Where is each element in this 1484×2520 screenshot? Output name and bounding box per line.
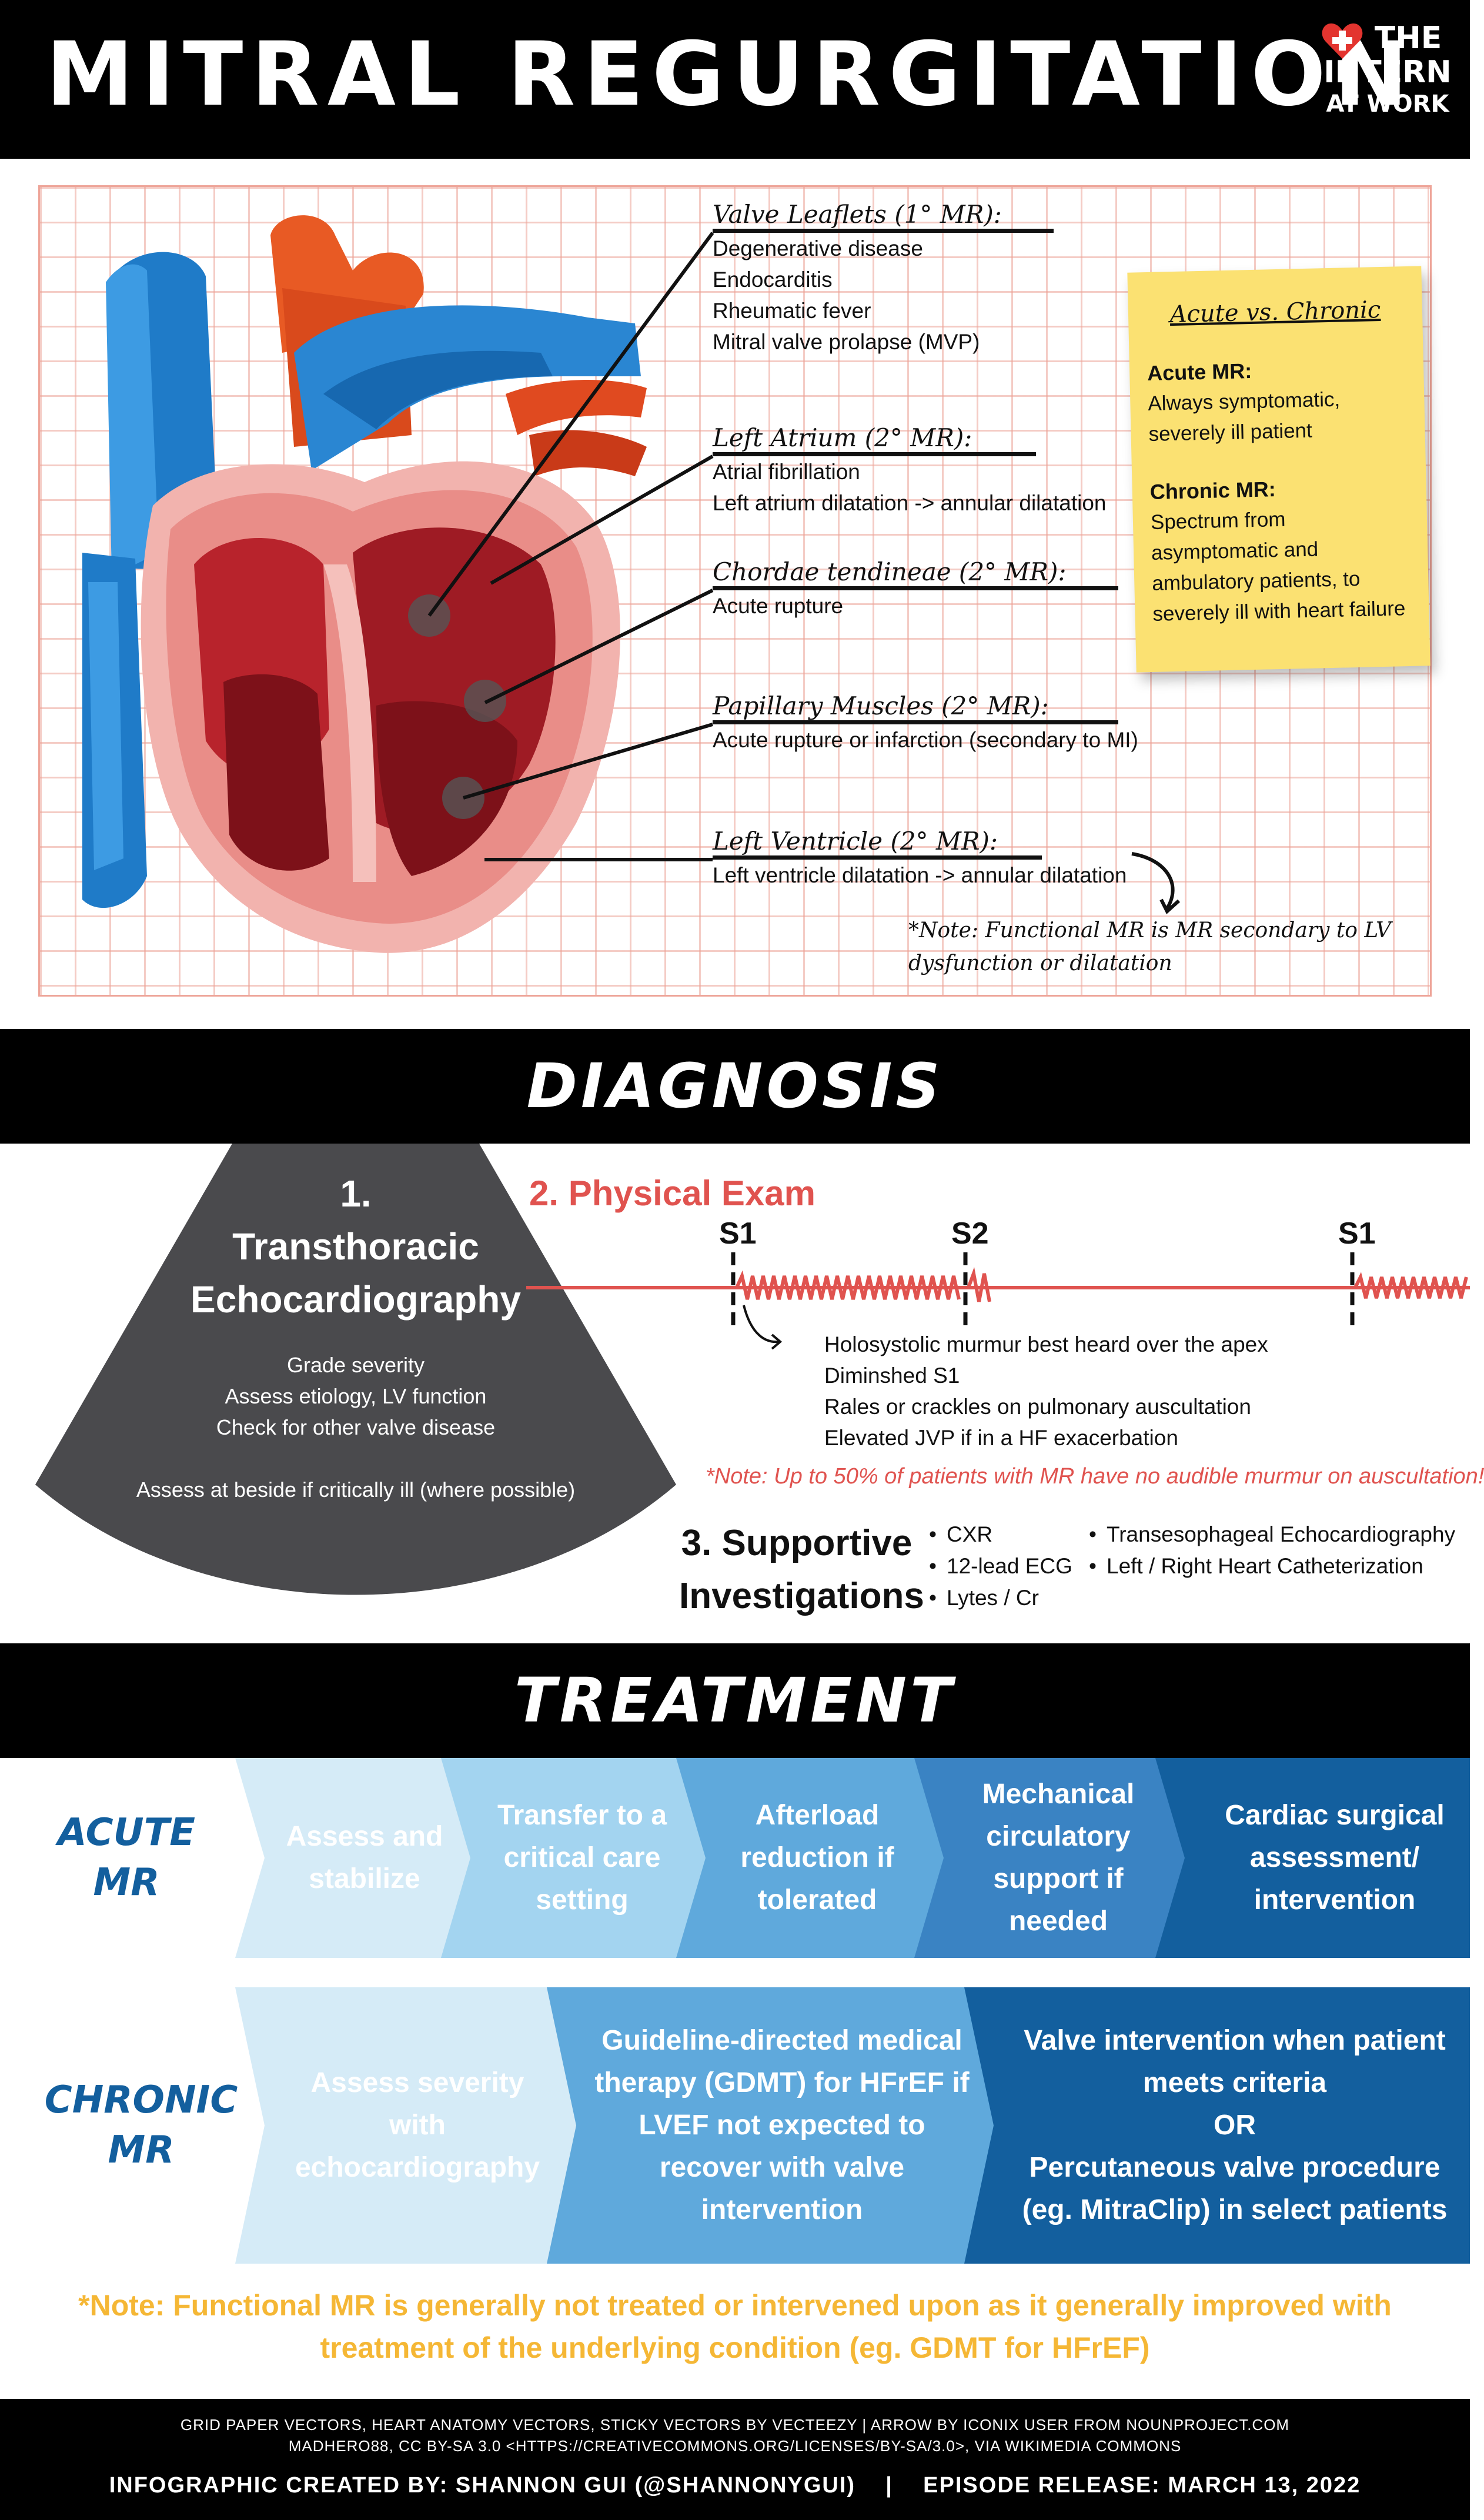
logo-line-3: AT WORK — [1326, 91, 1449, 118]
credit-line-2: MADHERO88, CC BY-SA 3.0 <HTTPS://CREATIV… — [288, 2437, 1182, 2455]
label-underline — [713, 452, 1036, 456]
label-underline — [713, 229, 1054, 233]
label-title: Valve Leaflets (1° MR): — [713, 200, 1002, 229]
acute-mr-label: ACUTE MR — [41, 1808, 212, 1908]
tte-title-1: Transthoracic — [232, 1225, 479, 1268]
treatment-note: *Note: Functional MR is generally not tr… — [78, 2289, 1392, 2364]
finding-item: Elevated JVP if in a HF exacerbation — [824, 1426, 1178, 1450]
label-underline — [713, 720, 1118, 724]
tte-number: 1. — [340, 1172, 372, 1215]
chronic-step-2: Guideline-directed medical therapy (GDMT… — [594, 2025, 970, 2225]
label-chordae-tendineae: Chordae tendineae (2° MR): Acute rupture — [713, 557, 1118, 621]
label-line: Rheumatic fever — [713, 299, 871, 323]
acute-steps-chevrons — [235, 1758, 1470, 1958]
physical-exam-title: 2. Physical Exam — [529, 1174, 815, 1213]
supportive-title: 3. Supportive Investigations — [679, 1517, 924, 1623]
acute-step-2: Transfer to a critical care setting — [497, 1800, 667, 1916]
label-papillary-muscles: Papillary Muscles (2° MR): Acute rupture… — [713, 691, 1138, 756]
chronic-steps-chevrons — [235, 1987, 1470, 2264]
logo-line-1: THE — [1374, 21, 1442, 56]
label-line: Mitral valve prolapse (MVP) — [713, 330, 980, 354]
label-underline — [713, 855, 1042, 860]
page-title: MITRAL REGURGITATION — [46, 24, 1416, 126]
acute-label-line-2: MR — [93, 1861, 160, 1904]
footer-credits: INFOGRAPHIC CREATED BY: SHANNON GUI (@SH… — [0, 2473, 1470, 2498]
finding-item: Holosystolic murmur best heard over the … — [824, 1332, 1268, 1356]
label-title: Left Ventricle (2° MR): — [713, 827, 998, 855]
footer: GRID PAPER VECTORS, HEART ANATOMY VECTOR… — [0, 2399, 1470, 2520]
separator: | — [885, 2473, 893, 2498]
diagnosis-heading: DIAGNOSIS — [0, 1029, 1470, 1144]
label-line: Endocarditis — [713, 268, 833, 292]
murmur-note: *Note: Up to 50% of patients with MR hav… — [706, 1464, 1484, 1489]
label-line: Acute rupture or infarction (secondary t… — [713, 728, 1138, 752]
investigation-item: Left / Right Heart Catheterization — [1107, 1554, 1423, 1578]
sticky-note: Acute vs. Chronic Acute MR: Always sympt… — [1127, 266, 1430, 673]
acute-step-5: Cardiac surgical assessment/ interventio… — [1225, 1800, 1445, 1916]
anatomy-leader-lines — [427, 232, 1181, 914]
chronic-label-line-1: CHRONIC — [44, 2078, 238, 2122]
s1-label-2: S1 — [1338, 1216, 1376, 1251]
heart-icon — [1322, 23, 1363, 59]
treatment-heading: TREATMENT — [0, 1643, 1470, 1758]
label-left-atrium: Left Atrium (2° MR): Atrial fibrillation… — [713, 423, 1107, 519]
acute-text: Always symptomatic, severely ill patient — [1147, 387, 1341, 446]
supportive-title-1: 3. Supportive — [681, 1523, 913, 1563]
credit-line-1: GRID PAPER VECTORS, HEART ANATOMY VECTOR… — [180, 2416, 1290, 2434]
investigation-item: 12-lead ECG — [947, 1554, 1072, 1578]
investigation-item: CXR — [947, 1522, 993, 1546]
s2-label: S2 — [951, 1216, 989, 1251]
chronic-step-1: Assess severity with echocardiography — [295, 2067, 540, 2183]
physical-exam-findings: Holosystolic murmur best heard over the … — [824, 1329, 1268, 1453]
supportive-title-2: Investigations — [679, 1576, 924, 1616]
curved-arrow-icon — [743, 1305, 780, 1343]
episode-release: EPISODE RELEASE: MARCH 13, 2022 — [923, 2473, 1361, 2498]
label-underline — [713, 586, 1118, 590]
acute-step-3: Afterload reduction if tolerated — [740, 1800, 894, 1916]
chronic-step-3: Valve intervention when patient meets cr… — [1022, 2025, 1448, 2225]
tte-bullet: Check for other valve disease — [216, 1415, 496, 1439]
supportive-col-2: •Transesophageal Echocardiography •Left … — [1089, 1522, 1456, 1578]
label-title: Chordae tendineae (2° MR): — [713, 557, 1067, 586]
tte-bullet: Grade severity — [286, 1353, 425, 1377]
s1-label: S1 — [719, 1216, 757, 1251]
label-line: Left ventricle dilatation -> annular dil… — [713, 863, 1127, 887]
functional-mr-note: *Note: Functional MR is MR secondary to … — [908, 918, 1392, 975]
acute-step-4: Mechanical circulatory support if needed — [982, 1779, 1135, 1937]
tte-bedside: Assess at beside if critically ill (wher… — [136, 1478, 576, 1502]
chronic-mr-label: CHRONIC MR — [41, 2076, 241, 2175]
label-line: Atrial fibrillation — [713, 460, 860, 484]
acute-label-line-1: ACUTE — [58, 1811, 195, 1854]
tte-bullet: Assess etiology, LV function — [225, 1384, 487, 1408]
acute-step-1: Assess and stabilize — [286, 1821, 443, 1894]
label-left-ventricle: Left Ventricle (2° MR): Left ventricle d… — [713, 827, 1127, 891]
finding-item: Rales or crackles on pulmonary auscultat… — [824, 1395, 1251, 1419]
tte-title-2: Echocardiography — [190, 1278, 521, 1321]
label-valve-leaflets: Valve Leaflets (1° MR): Degenerative dis… — [713, 200, 1054, 357]
brand-logo: THE INTERN AT WORK — [1311, 21, 1464, 139]
chronic-label-line-2: MR — [108, 2128, 175, 2172]
header-bar — [0, 0, 1470, 159]
heart-sound-waveform: S1 S2 S1 — [526, 1216, 1470, 1350]
heart-anatomy-illustration — [82, 215, 647, 953]
supportive-col-1: •CXR •12-lead ECG •Lytes / Cr — [929, 1522, 1072, 1610]
label-line: Degenerative disease — [713, 236, 923, 260]
label-line: Left atrium dilatation -> annular dilata… — [713, 491, 1107, 515]
finding-item: Diminshed S1 — [824, 1363, 960, 1388]
label-line: Acute rupture — [713, 594, 844, 618]
tte-panel: 1. Transthoracic Echocardiography Grade … — [94, 1167, 617, 1505]
label-title: Papillary Muscles (2° MR): — [713, 691, 1049, 720]
chronic-text: Spectrum from asymptomatic and ambulator… — [1150, 507, 1406, 626]
logo-line-2: INTERN — [1323, 55, 1452, 90]
investigation-item: Lytes / Cr — [947, 1586, 1039, 1610]
investigation-item: Transesophageal Echocardiography — [1107, 1522, 1456, 1546]
echo-probe-shape — [35, 1144, 676, 1595]
created-by: INFOGRAPHIC CREATED BY: SHANNON GUI (@SH… — [109, 2473, 856, 2498]
label-title: Left Atrium (2° MR): — [713, 423, 972, 452]
sticky-title: Acute vs. Chronic — [1169, 296, 1381, 329]
